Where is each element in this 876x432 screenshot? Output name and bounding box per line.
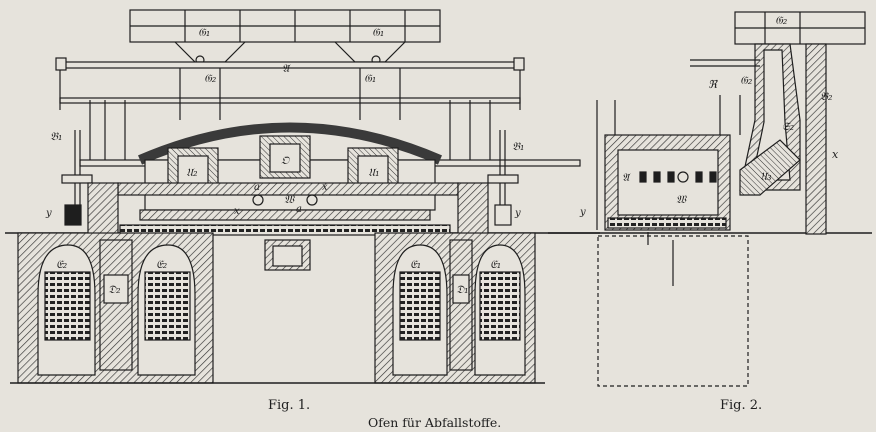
label-b2: 𝔅₂ (820, 90, 832, 103)
label-b1-right: 𝔅₁ (512, 140, 524, 153)
fig1-label: Fig. 1. (268, 398, 311, 413)
label-g1: 𝔊₁ (364, 72, 376, 85)
label-y1: y (45, 208, 52, 219)
figure-caption: Ofen für Abfallstoffe. (368, 415, 502, 430)
label-u3: 𝔘₃ (760, 170, 771, 183)
label-r: ℜ (708, 78, 718, 91)
label-g2: 𝔊₂ (204, 72, 216, 85)
label-e1: 𝔈₁ (410, 258, 421, 271)
label-u1: 𝔘₁ (368, 166, 379, 179)
label-g3: 𝔊₂ (775, 14, 787, 27)
label-e1b: 𝔈₁ (490, 258, 501, 271)
label-o: 𝔒 (281, 154, 290, 167)
label-g2-top: 𝔊₁ (198, 26, 210, 39)
label-a-top: 𝔄 (282, 62, 291, 75)
label-w: 𝔚 (284, 193, 296, 206)
upper-beam (59, 61, 521, 69)
label-x3: x (832, 148, 839, 161)
label-a1: a (254, 182, 260, 193)
label-g2b: 𝔊₂ (740, 74, 752, 87)
label-e2b: 𝔈₂ (156, 258, 167, 271)
fig2-drawing (548, 11, 872, 387)
label-a2: a (296, 204, 302, 215)
label-y2: y (514, 208, 521, 219)
fig2-label: Fig. 2. (720, 398, 763, 413)
label-d1: 𝔇₁ (456, 283, 469, 296)
label-x1: x (322, 182, 328, 193)
label-e2: 𝔈₂ (56, 258, 67, 271)
label-b1: 𝔅₁ (50, 130, 62, 143)
label-y3: y (579, 207, 586, 218)
label-g1-top: 𝔊₁ (372, 26, 384, 39)
label-u2: 𝔘₂ (186, 166, 197, 179)
label-s2: 𝔖₂ (782, 120, 794, 133)
furnace-arch (138, 122, 442, 165)
label-x2: x (234, 206, 240, 217)
fig1-drawing (5, 9, 600, 384)
label-a2-fig2: 𝔄 (622, 171, 631, 184)
label-w2: 𝔚 (676, 193, 688, 206)
label-d2: 𝔇₂ (108, 283, 121, 296)
